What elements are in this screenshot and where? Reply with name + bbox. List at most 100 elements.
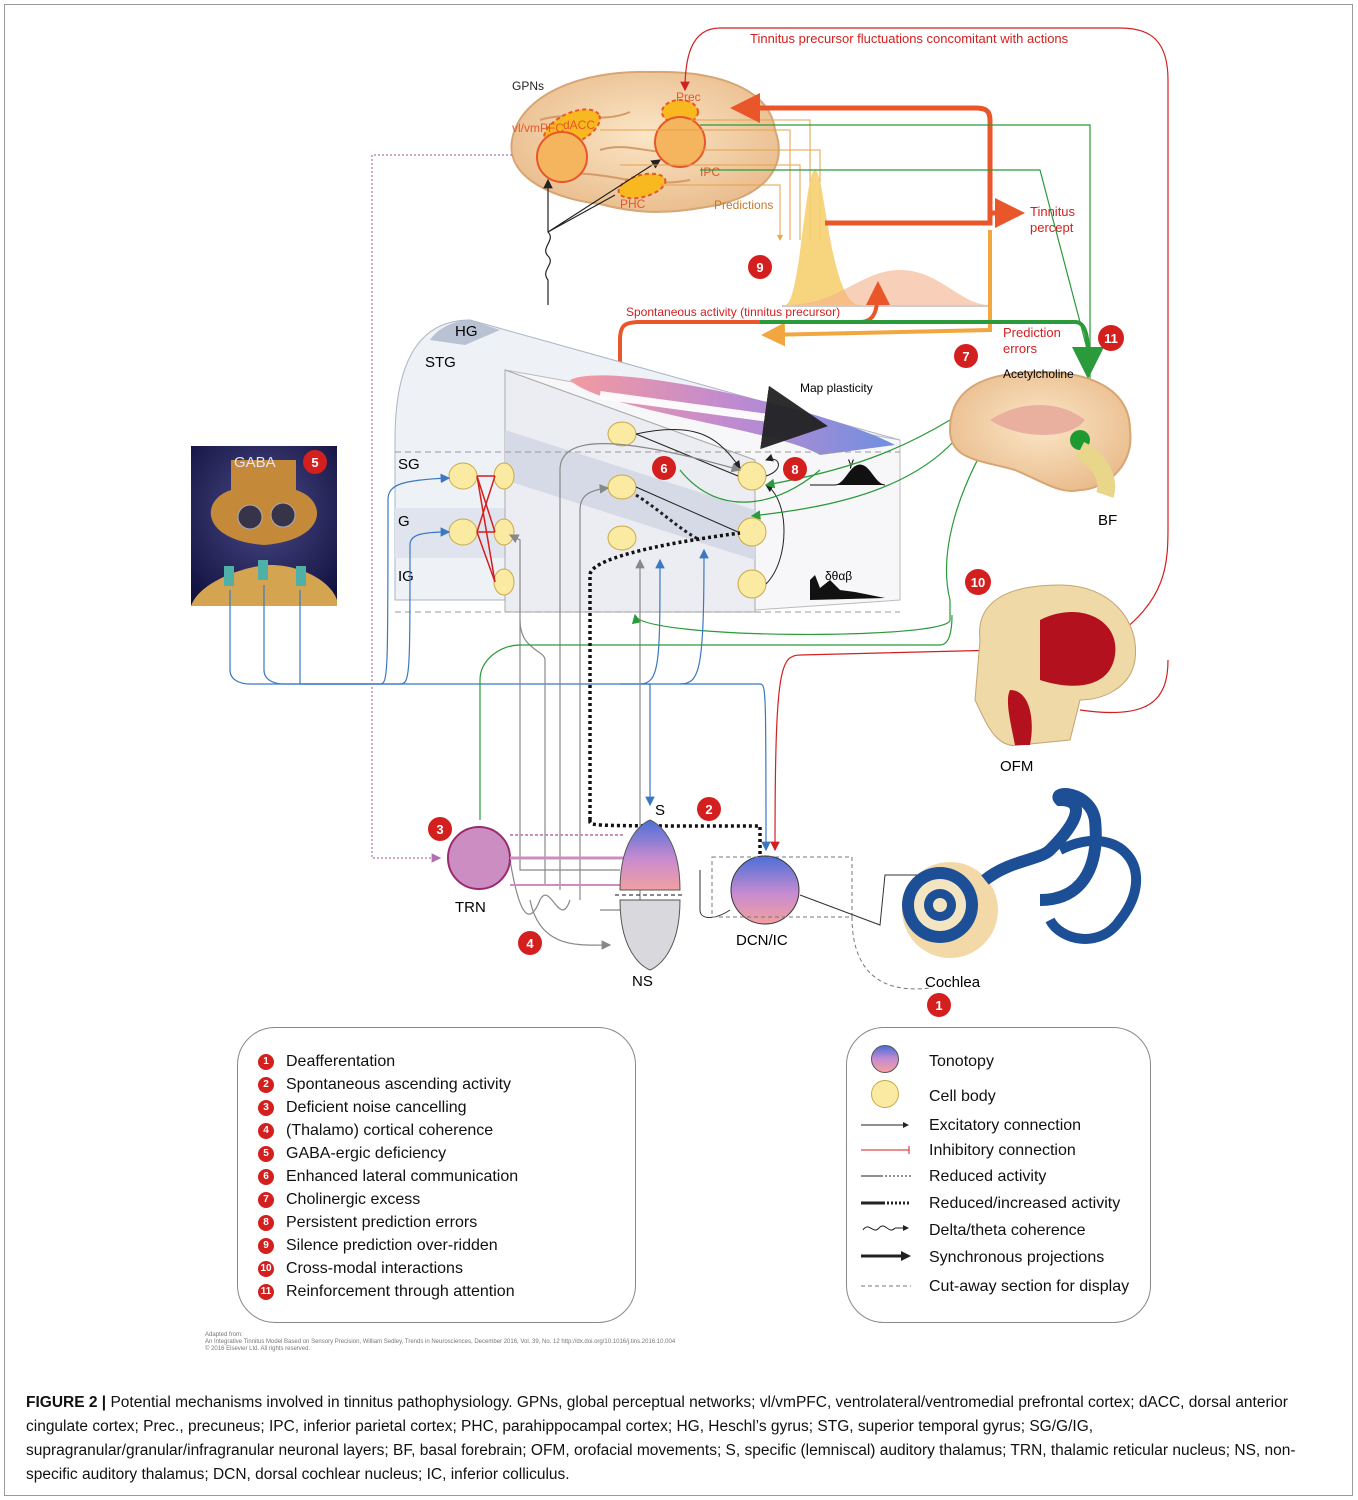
- reduced-line: [861, 1175, 911, 1176]
- phc-label: PHC: [620, 197, 646, 211]
- key-row: Excitatory connection: [847, 1114, 1150, 1137]
- badge-5: 5: [303, 450, 327, 474]
- bf-label: BF: [1098, 512, 1117, 529]
- tonotopy-swatch: [871, 1045, 899, 1073]
- stg-label: STG: [425, 354, 456, 371]
- cutaway-dashed: [861, 1285, 911, 1286]
- badge-11: 11: [1098, 325, 1124, 351]
- badge-2: 2: [697, 797, 721, 821]
- svg-text:2: 2: [705, 802, 712, 817]
- attribution-line: © 2016 Elsevier Ltd. All rights reserved…: [205, 1346, 311, 1352]
- cell-body: [493, 518, 515, 546]
- badge-9: 9: [748, 255, 772, 279]
- svg-text:1: 1: [935, 998, 942, 1013]
- badge-7: 7: [954, 344, 978, 368]
- key-row: Inhibitory connection: [847, 1139, 1150, 1162]
- inhibitory-line: [861, 1145, 910, 1154]
- cochlea: Cochlea: [902, 788, 1142, 991]
- key-row: Delta/theta coherence: [847, 1219, 1150, 1242]
- excitatory-arrow: [861, 1121, 909, 1128]
- ipc-region: [654, 116, 706, 168]
- badge-1: 1: [927, 993, 951, 1017]
- attribution-line: Adapted from:: [205, 1332, 243, 1338]
- gamma-label: γ: [848, 455, 854, 469]
- figure-caption: FIGURE 2 | Potential mechanisms involved…: [26, 1391, 1326, 1487]
- gaba-label: GABA: [234, 454, 276, 471]
- ofm-skull: OFM: [974, 584, 1137, 775]
- ig-label: IG: [398, 568, 414, 585]
- caption-label: FIGURE 2 |: [26, 1394, 107, 1411]
- coherence-wave: [862, 1225, 909, 1231]
- svg-text:11: 11: [1104, 331, 1118, 346]
- svg-text:3: 3: [436, 822, 443, 837]
- bf-brain: Acetylcholine BF: [948, 367, 1132, 529]
- g-label: G: [398, 513, 410, 530]
- vlvmpfc-label: vl/vmPFC: [512, 121, 564, 135]
- cell-body: [737, 461, 767, 491]
- svg-text:6: 6: [660, 461, 667, 476]
- svg-text:10: 10: [971, 575, 985, 590]
- key-row: Cut-away section for display: [847, 1275, 1150, 1298]
- ipc-label: IPC: [700, 165, 720, 179]
- gpn-brain: GPNs dACC Prec vl/vmPFC IPC PHC Predicti…: [510, 70, 780, 213]
- cell-body: [607, 525, 637, 551]
- badge-10: 10: [965, 569, 991, 595]
- source-attribution: Adapted from: An Integrative Tinnitus Mo…: [205, 1332, 675, 1353]
- prediction-distribution: [785, 170, 860, 305]
- svg-text:8: 8: [791, 462, 798, 477]
- trn-label: TRN: [455, 899, 486, 916]
- badge-8: 8: [783, 457, 807, 481]
- trn-nucleus: [447, 826, 511, 890]
- svg-text:5: 5: [311, 455, 318, 470]
- lowfreq-label: δθαβ: [825, 569, 852, 583]
- auditory-cortex: HG STG SG G IG Map plasticity γ δθαβ: [394, 319, 901, 613]
- legend-row: 4(Thalamo) cortical coherence: [258, 1119, 635, 1142]
- spontaneous-label: Spontaneous activity (tinnitus precursor…: [626, 305, 840, 319]
- dcnic-nucleus: [730, 855, 800, 925]
- key-row: Cell body: [847, 1080, 1150, 1108]
- figure-frame: [4, 4, 1353, 1496]
- cell-body-swatch: [871, 1080, 899, 1108]
- cell-body: [493, 568, 515, 596]
- ofm-label: OFM: [1000, 758, 1033, 775]
- prec-label: Prec: [676, 90, 701, 104]
- attribution-line: An Integrative Tinnitus Model Based on S…: [205, 1339, 676, 1345]
- gpns-label: GPNs: [512, 79, 544, 93]
- cell-body: [448, 518, 478, 546]
- svg-text:4: 4: [526, 936, 534, 951]
- acetylcholine-label: Acetylcholine: [1003, 367, 1074, 381]
- map-plasticity-label: Map plasticity: [800, 381, 873, 395]
- svg-text:7: 7: [962, 349, 969, 364]
- dacc-label: dACC: [563, 118, 595, 132]
- cell-body: [607, 474, 637, 500]
- hg-label: HG: [455, 323, 478, 340]
- predictions-label: Predictions: [714, 198, 773, 212]
- key-row: Reduced activity: [847, 1165, 1150, 1188]
- cell-body: [737, 569, 767, 599]
- svg-text:9: 9: [756, 260, 763, 275]
- symbol-key: Tonotopy Cell body Excitatory connection…: [846, 1027, 1151, 1323]
- vlvmpfc-region: [536, 131, 588, 183]
- cell-body: [607, 421, 637, 447]
- cochlea-label: Cochlea: [925, 974, 981, 991]
- badge-4: 4: [518, 931, 542, 955]
- cell-body: [737, 517, 767, 547]
- cell-body: [448, 462, 478, 490]
- key-row: Synchronous projections: [847, 1246, 1150, 1269]
- badge-6: 6: [652, 456, 676, 480]
- cell-body: [493, 462, 515, 490]
- dcnic-label: DCN/IC: [736, 932, 788, 949]
- sg-label: SG: [398, 456, 420, 473]
- caption-text: Potential mechanisms involved in tinnitu…: [26, 1394, 1296, 1483]
